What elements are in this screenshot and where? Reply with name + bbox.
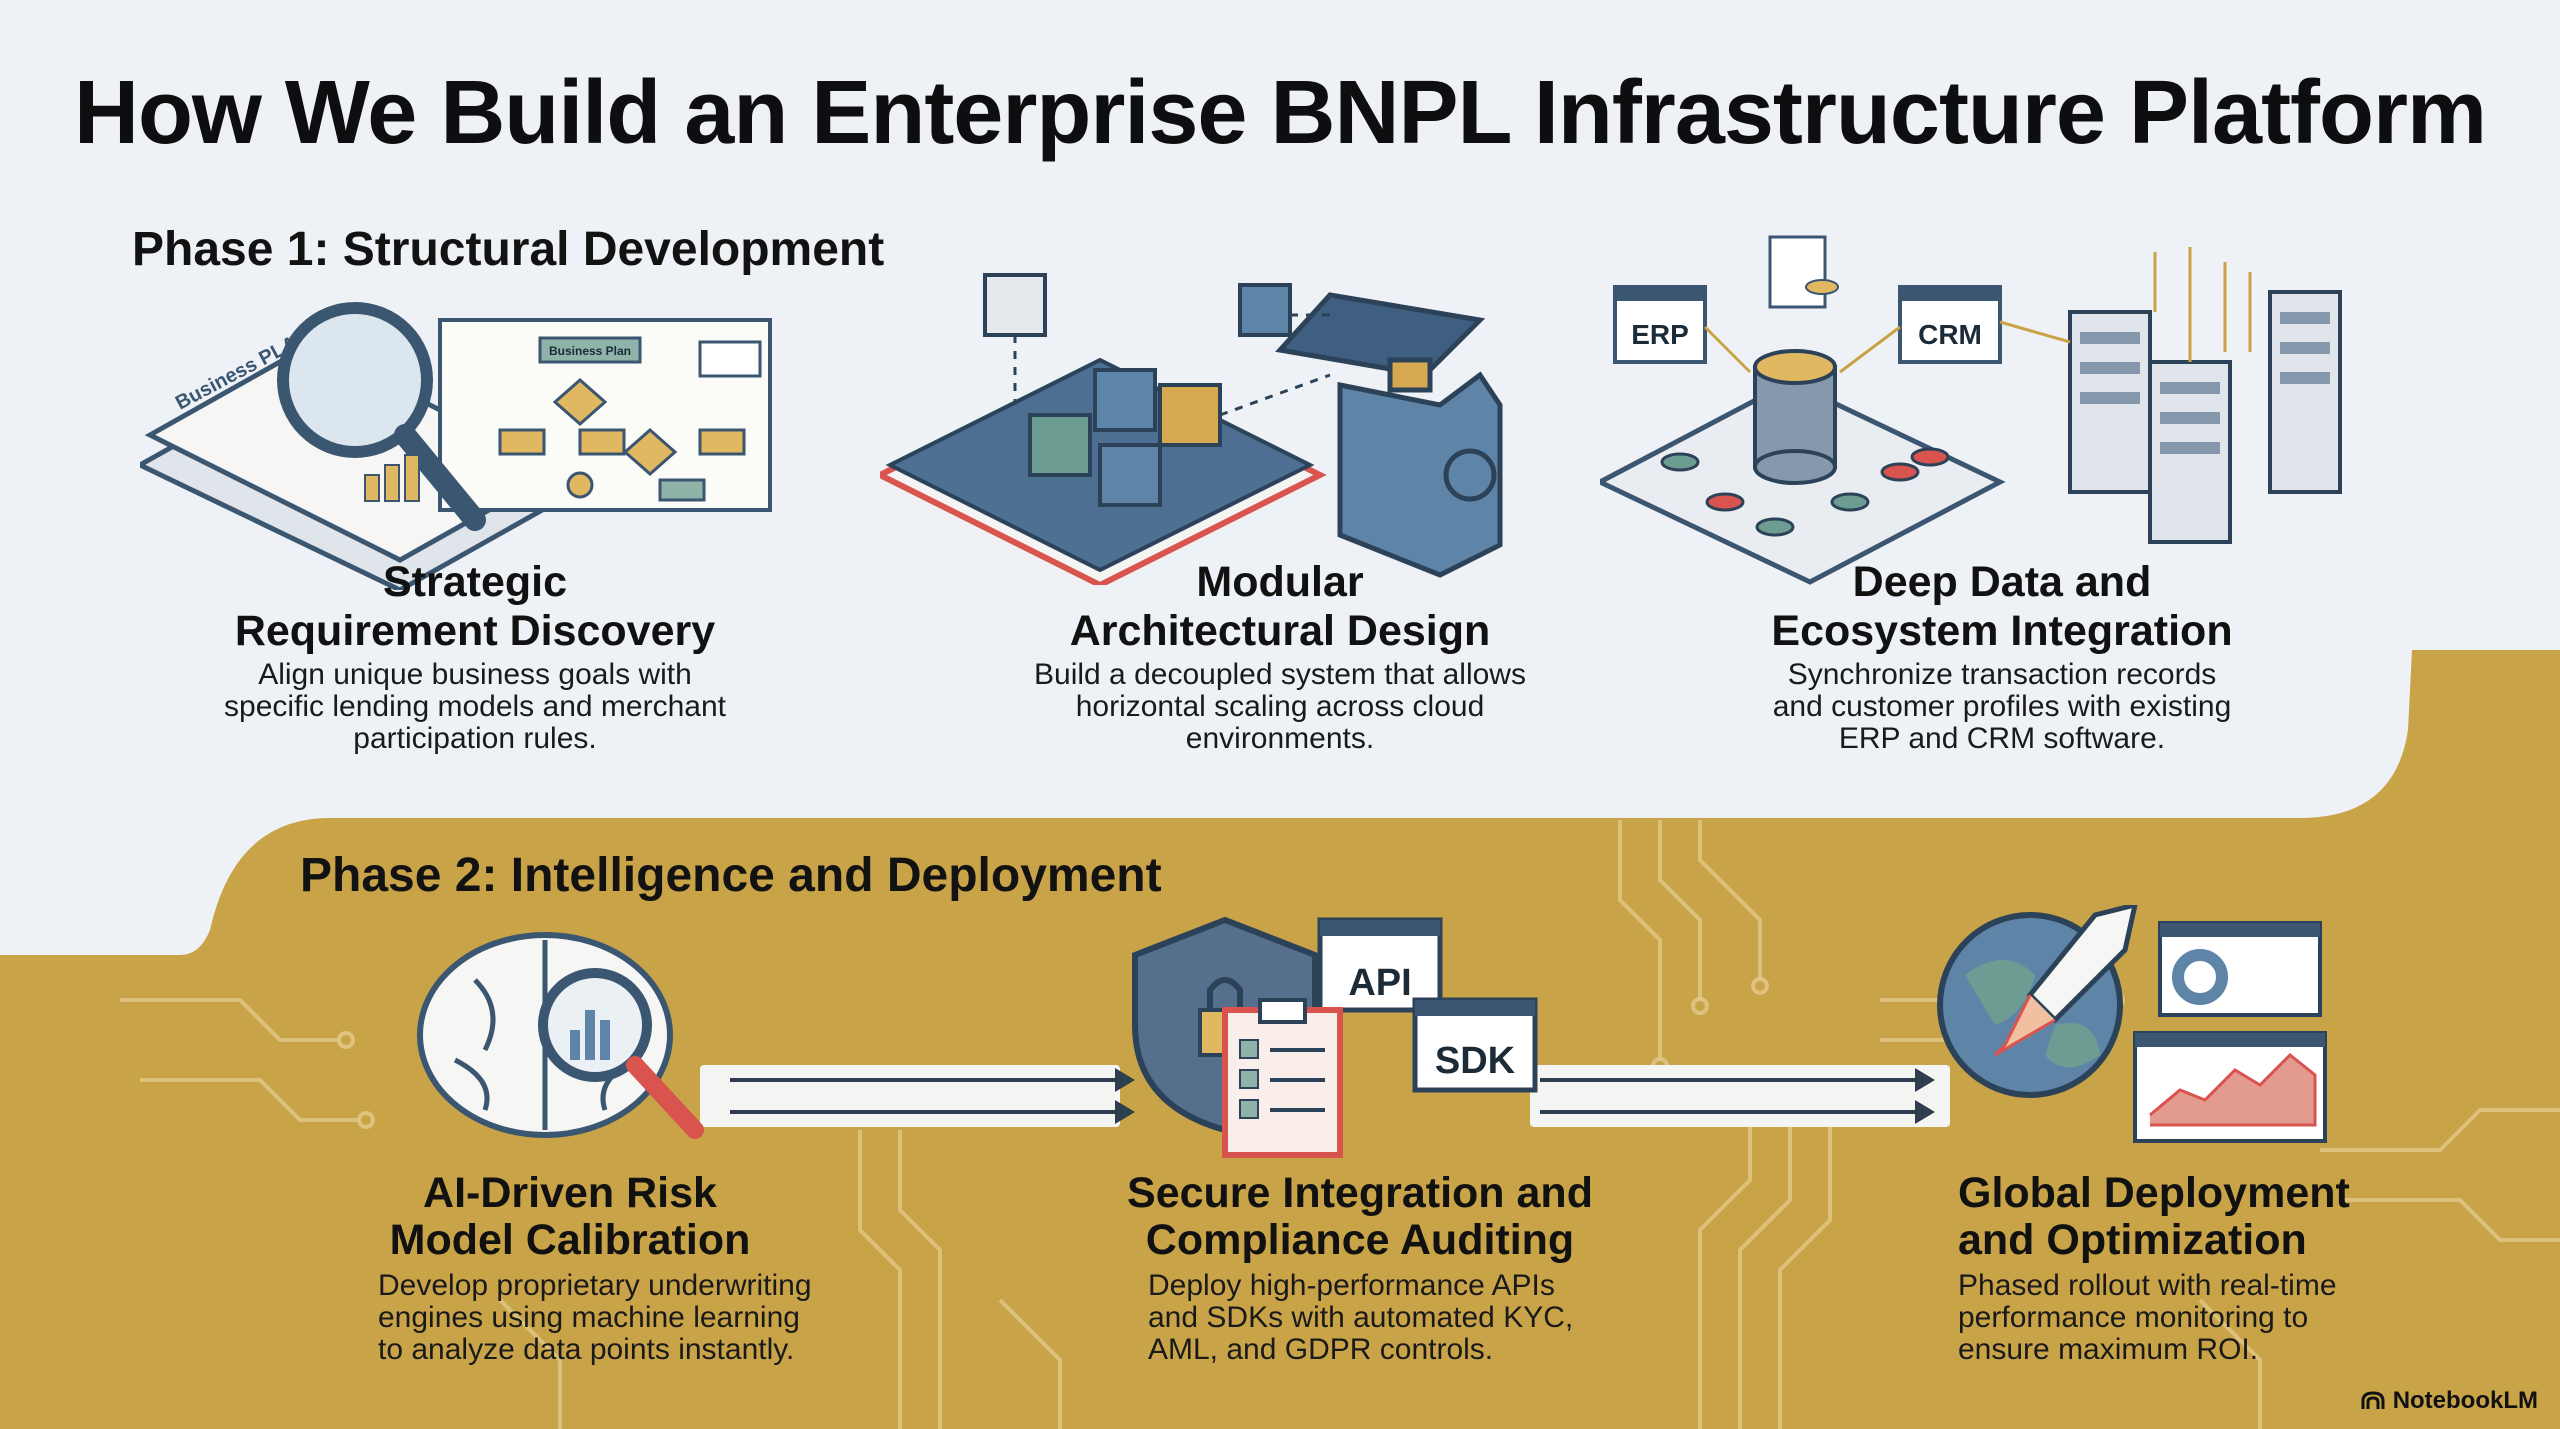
step3-title: Deep Data and Ecosystem Integration <box>1771 558 2233 655</box>
crm-window: CRM <box>1898 285 2002 364</box>
requirement-discovery-illustration: Business PLA Business Plan <box>140 302 772 590</box>
document-icon <box>1768 235 1839 309</box>
clipboard-checklist-icon <box>1222 998 1343 1158</box>
step5-description: Deploy high-performance APIs and SDKs wi… <box>1148 1269 1574 1366</box>
global-deployment-illustration <box>1937 905 2327 1143</box>
step1-description: Align unique business goals with specifi… <box>224 658 726 755</box>
ai-risk-illustration <box>417 932 704 1139</box>
sdk-label: SDK <box>1435 1040 1516 1082</box>
step2-description: Build a decoupled system that allows hor… <box>1034 658 1526 755</box>
page-title: How We Build an Enterprise BNPL Infrastr… <box>73 63 2487 163</box>
step3-description: Synchronize transaction records and cust… <box>1772 658 2232 755</box>
dashboard-chart-icon <box>2133 921 2327 1143</box>
step4-title: AI-Driven Risk Model Calibration <box>389 1169 751 1264</box>
flow-arrows <box>700 1065 1950 1127</box>
step6-title: Global Deployment and Optimization <box>1958 1169 2350 1264</box>
magnifier-icon <box>277 302 486 531</box>
step6-description: Phased rollout with real-time performanc… <box>1958 1269 2337 1366</box>
brand-label: NotebookLM <box>2392 1387 2538 1414</box>
data-integration-illustration: ERP CRM <box>1600 235 2342 585</box>
api-window: API <box>1317 917 1443 1013</box>
business-plan-chip-label: Business Plan <box>549 344 631 358</box>
erp-label: ERP <box>1631 319 1689 350</box>
step4-description: Develop proprietary underwriting engines… <box>378 1269 812 1366</box>
mini-chart-icon <box>364 454 420 502</box>
module-housing-icon <box>1275 292 1503 578</box>
notebook-logo-icon <box>2361 1391 2385 1409</box>
flowchart-icon <box>498 340 762 502</box>
server-rack-icon <box>2068 290 2342 544</box>
api-label: API <box>1348 962 1411 1004</box>
database-icon <box>1753 349 1837 485</box>
data-nodes <box>1660 447 1950 537</box>
sdk-window: SDK <box>1412 997 1538 1093</box>
erp-window: ERP <box>1613 285 1707 364</box>
circuit-traces <box>120 820 2560 1429</box>
step5-title: Secure Integration and Compliance Auditi… <box>1127 1169 1593 1264</box>
step2-title: Modular Architectural Design <box>1069 558 1491 655</box>
analytics-magnifier-icon <box>538 968 704 1139</box>
phase2-label: Phase 2: Intelligence and Deployment <box>300 849 1162 902</box>
crm-label: CRM <box>1918 319 1982 350</box>
notebooklm-watermark: NotebookLM <box>2361 1387 2538 1415</box>
phase1-label: Phase 1: Structural Development <box>132 223 885 276</box>
rocket-icon <box>1993 905 2138 1057</box>
step1-title: Strategic Requirement Discovery <box>234 558 716 655</box>
modular-design-illustration <box>880 273 1503 585</box>
secure-integration-illustration: API SDK <box>1132 916 1538 1158</box>
